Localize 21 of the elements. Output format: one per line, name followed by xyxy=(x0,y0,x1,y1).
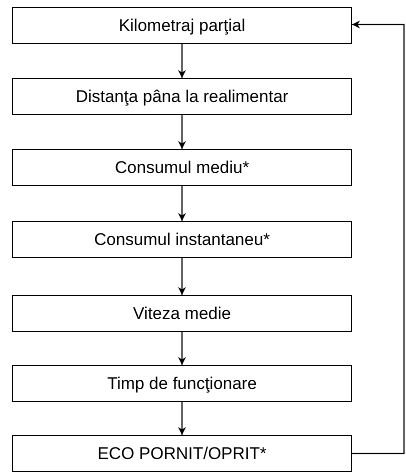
step-label: Consumul mediu* xyxy=(114,158,250,178)
process-box xyxy=(12,7,352,44)
step-label: Kilometraj parţial xyxy=(118,16,246,36)
process-box xyxy=(12,78,352,115)
arrow xyxy=(178,258,186,295)
step-label: Timp de funcţionare xyxy=(107,374,257,394)
process-box xyxy=(12,295,352,332)
step-label: Consumul instantaneu* xyxy=(94,230,270,250)
step-label: ECO PORNIT/OPRIT* xyxy=(97,444,267,464)
process-box xyxy=(12,435,352,472)
step-label: Viteza medie xyxy=(133,304,231,324)
arrow xyxy=(178,186,186,221)
arrow xyxy=(178,332,186,365)
step-label: Distanţa pâna la realimentar xyxy=(76,86,288,106)
arrow xyxy=(178,44,186,78)
process-box xyxy=(12,365,352,402)
process-box xyxy=(12,221,352,258)
arrow xyxy=(178,402,186,435)
arrow xyxy=(352,20,405,454)
arrow xyxy=(178,115,186,149)
process-box xyxy=(12,149,352,186)
